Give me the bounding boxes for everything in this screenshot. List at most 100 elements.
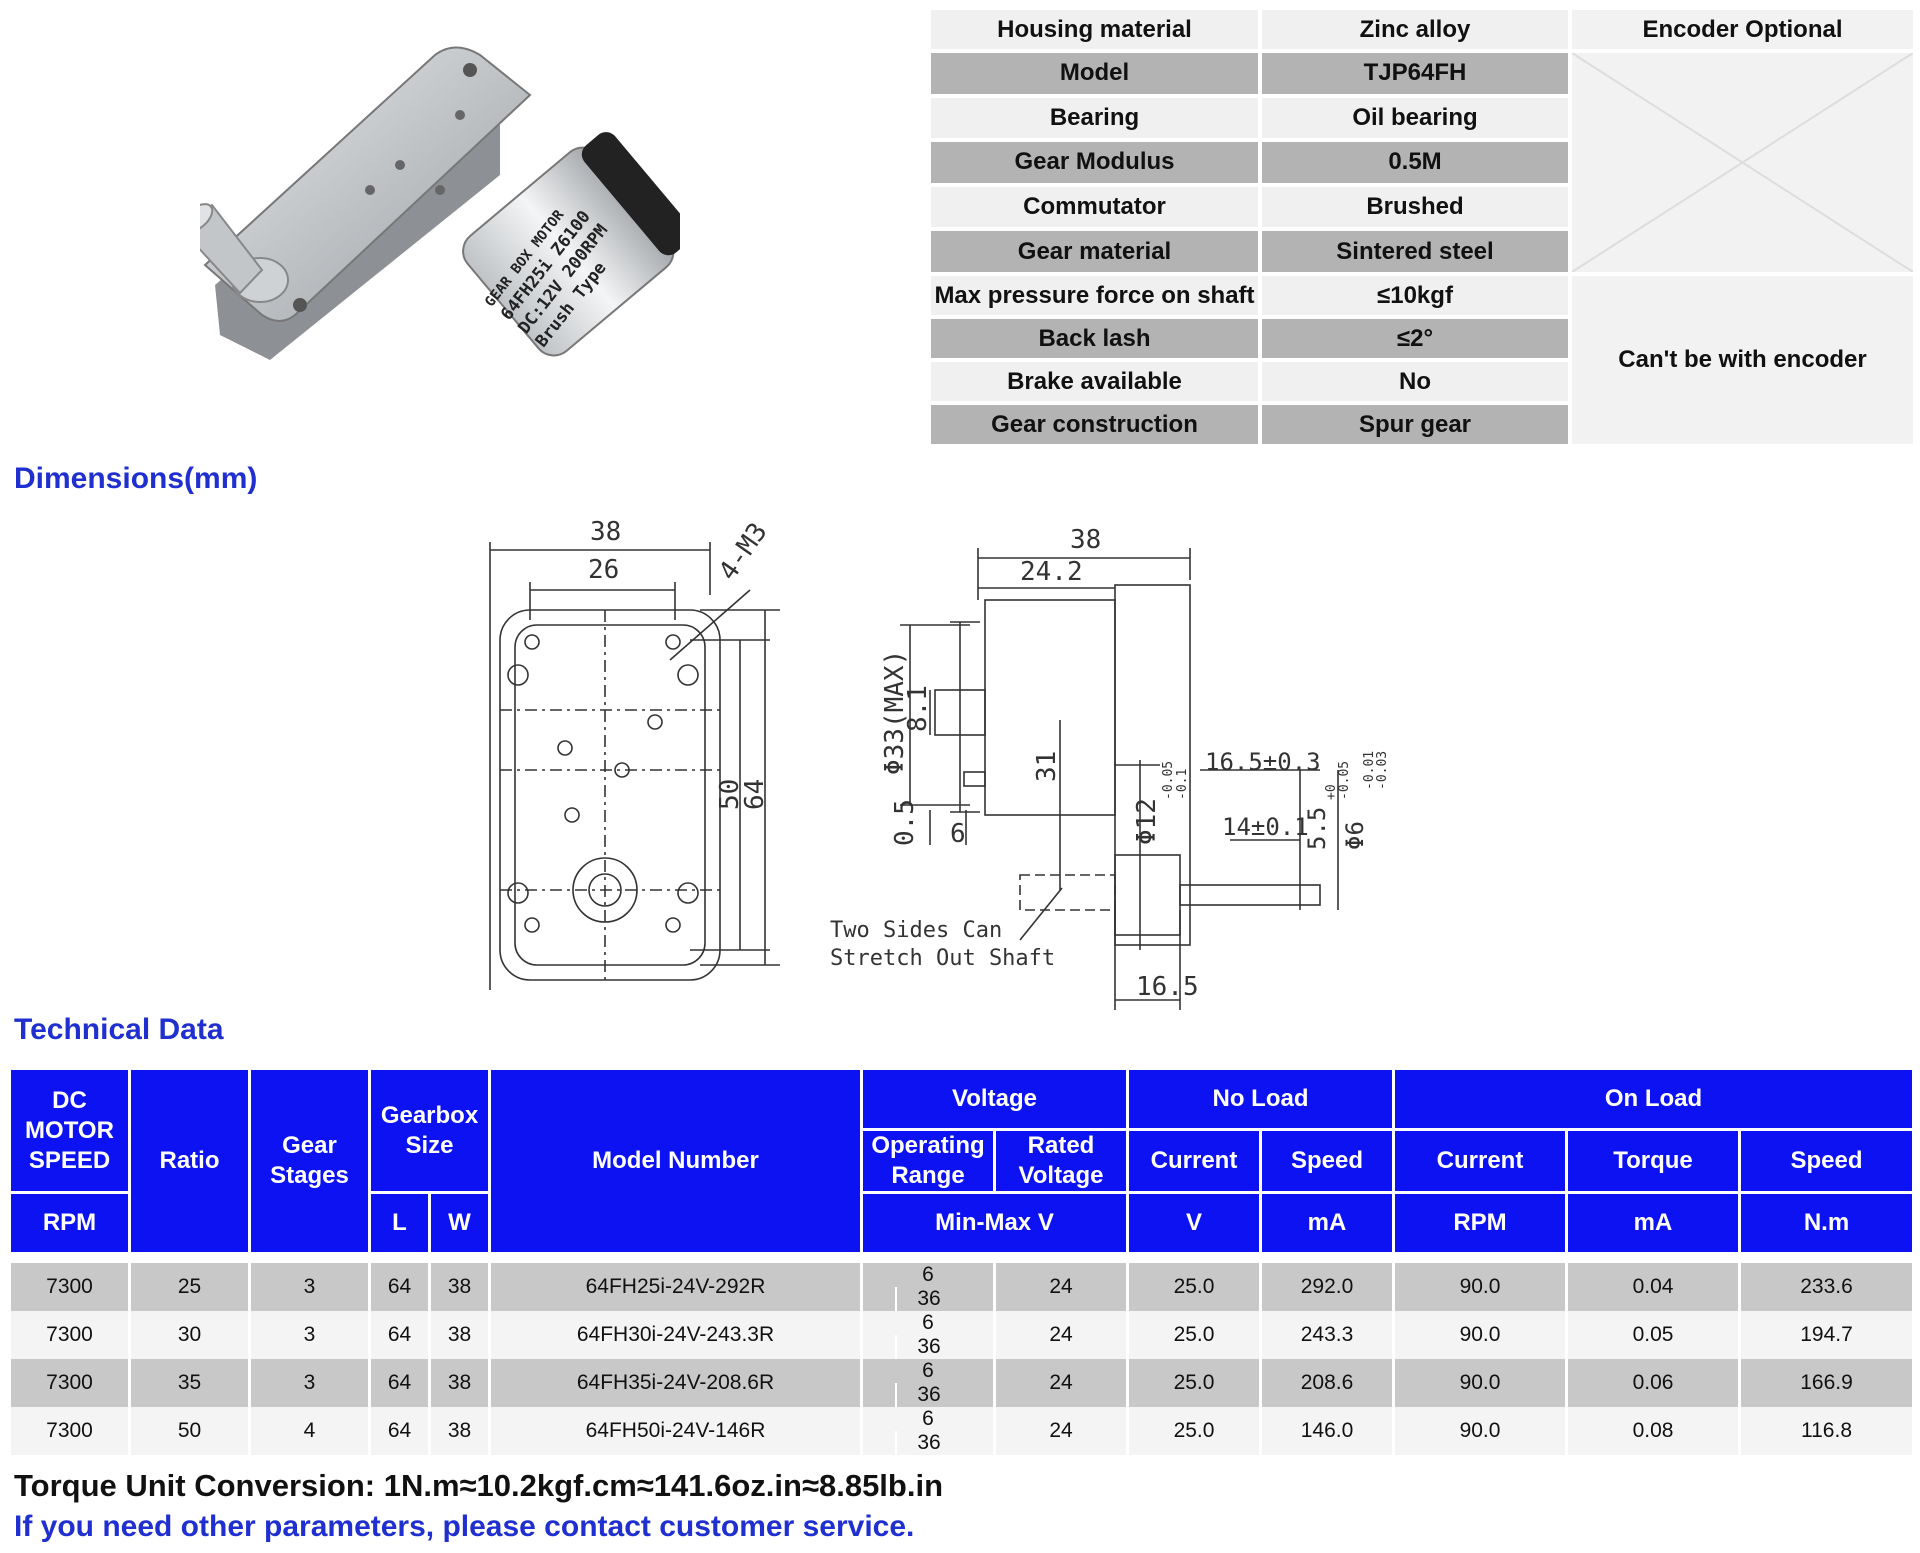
header-voltage: Voltage (860, 1067, 1129, 1131)
cell-l: 64 (368, 1407, 431, 1455)
unit-v: V (1126, 1191, 1262, 1255)
cell-nl-speed: 146.0 (1259, 1407, 1395, 1455)
cell-rated: 24 (993, 1359, 1129, 1407)
spec-value: No (1262, 362, 1568, 401)
dim-flat-tol-dn: -0.05 (1337, 761, 1352, 800)
cell-w: 38 (428, 1359, 491, 1407)
spec-value: ≤10kgf (1262, 276, 1568, 315)
dim-side-total-length: 38 (1070, 525, 1101, 555)
cell-stages: 3 (248, 1359, 371, 1407)
spec-key: Gear construction (931, 405, 1258, 444)
header-gearbox-size: Gearbox Size (368, 1067, 491, 1194)
spec-value: ≤2° (1262, 319, 1568, 358)
cell-ol-current: 90.0 (1392, 1407, 1568, 1455)
dim-side-gear-length: 24.2 (1020, 557, 1083, 587)
header-ol-current: Current (1392, 1128, 1568, 1194)
cell-ol-torque: 0.08 (1565, 1407, 1741, 1455)
cell-ol-current: 90.0 (1392, 1359, 1568, 1407)
cell-ol-torque: 0.06 (1565, 1359, 1741, 1407)
cell-vmin-value: 6 (922, 1407, 934, 1430)
cell-vmin: 636 (860, 1263, 996, 1311)
header-rated-voltage: Rated Voltage (993, 1128, 1129, 1194)
dim-front-hole: 4-M3 (713, 518, 773, 587)
cell-vmax-value: 36 (894, 1431, 962, 1455)
cell-model: 64FH35i-24V-208.6R (488, 1359, 863, 1407)
spec-key: Housing material (931, 10, 1258, 49)
header-operating-range: Operating Range (860, 1128, 996, 1194)
technical-data-title: Technical Data (14, 1013, 224, 1046)
header-nl-current: Current (1126, 1128, 1262, 1194)
header-model-number: Model Number (488, 1067, 863, 1255)
dim-boss-tol-dn: -0.1 (1175, 769, 1190, 800)
unit-nl-rpm: RPM (1392, 1191, 1568, 1255)
cell-ol-speed: 166.9 (1737, 1359, 1916, 1407)
cell-ol-current: 90.0 (1392, 1311, 1568, 1359)
header-ratio: Ratio (128, 1067, 251, 1255)
header-ol-speed: Speed (1737, 1128, 1916, 1194)
unit-w: W (428, 1191, 491, 1255)
table-row: 7300 30 3 64 38 64FH30i-24V-243.3R 636 2… (8, 1311, 1916, 1359)
torque-conversion-note: Torque Unit Conversion: 1N.m≈10.2kgf.cm≈… (14, 1468, 944, 1503)
drawing-note-line2: Stretch Out Shaft (830, 946, 1055, 971)
header-ol-torque: Torque (1565, 1128, 1741, 1194)
contact-note: If you need other parameters, please con… (14, 1510, 915, 1543)
cell-nl-speed: 243.3 (1259, 1311, 1395, 1359)
spec-key: Back lash (931, 319, 1258, 358)
motor-product-image: GEAR BOX MOTOR 64FH25i Z6100 DC:12V 200R… (200, 46, 680, 360)
cell-vmax-value: 36 (894, 1383, 962, 1407)
header-no-load: No Load (1126, 1067, 1395, 1131)
cell-w: 38 (428, 1311, 491, 1359)
cell-nl-speed: 208.6 (1259, 1359, 1395, 1407)
spec-value: Sintered steel (1262, 231, 1568, 272)
cell-ol-speed: 116.8 (1737, 1407, 1916, 1455)
cell-rpm: 7300 (8, 1407, 131, 1455)
cell-rated: 24 (993, 1407, 1129, 1455)
cell-stages: 4 (248, 1407, 371, 1455)
cell-nl-speed: 292.0 (1259, 1263, 1395, 1311)
header-dc-motor-speed: DC MOTOR SPEED (8, 1067, 131, 1194)
cell-ratio: 50 (128, 1407, 251, 1455)
header-on-load: On Load (1391, 1067, 1916, 1131)
dim-side-bottom: 16.5 (1136, 972, 1199, 1002)
cell-rpm: 7300 (8, 1311, 131, 1359)
dim-side-diameter: Φ33(MAX) (880, 650, 910, 775)
cell-vmin-value: 6 (922, 1359, 934, 1382)
cell-stages: 3 (248, 1263, 371, 1311)
cell-model: 64FH50i-24V-146R (488, 1407, 863, 1455)
cell-vmin: 636 (860, 1359, 996, 1407)
dim-shaft-tol-dn: -0.03 (1375, 751, 1390, 790)
cell-vmax-value: 36 (894, 1335, 962, 1359)
table-row: 7300 25 3 64 38 64FH25i-24V-292R 636 24 … (8, 1263, 1916, 1311)
table-row: 7300 50 4 64 38 64FH50i-24V-146R 636 24 … (8, 1407, 1916, 1455)
dim-side-flat: 5.5 (1303, 807, 1331, 850)
placeholder-cross-icon (1572, 53, 1913, 272)
dim-front-height-outer: 64 (740, 779, 770, 810)
spec-value: Spur gear (1262, 405, 1568, 444)
cell-vmin: 636 (860, 1311, 996, 1359)
unit-ol-nm: N.m (1737, 1191, 1916, 1255)
dim-shaft-tol-up: -0.01 (1362, 751, 1377, 790)
dimension-drawing: 38 26 4-M3 50 64 38 24.2 Φ33(MAX) 8.1 0.… (489, 517, 1390, 1010)
header-gear-stages: Gear Stages (248, 1067, 371, 1255)
spec-key: Max pressure force on shaft (931, 276, 1258, 315)
drawing-note-line1: Two Sides Can (830, 918, 1002, 943)
dim-front-width-outer: 38 (590, 517, 621, 547)
cell-nl-current: 25.0 (1126, 1407, 1262, 1455)
dim-side-flat-length: 14±0.1 (1222, 813, 1309, 841)
dim-side-shaft-dia: Φ6 (1341, 821, 1369, 850)
dim-side-center: 31 (1032, 751, 1062, 782)
cell-l: 64 (368, 1359, 431, 1407)
encoder-image-placeholder (1572, 53, 1913, 272)
dim-boss-tol-up: -0.05 (1161, 761, 1176, 800)
cell-stages: 3 (248, 1311, 371, 1359)
cell-rated: 24 (993, 1263, 1129, 1311)
unit-rpm: RPM (8, 1191, 131, 1255)
dimensions-title: Dimensions(mm) (14, 462, 258, 495)
dim-side-t2: 6 (950, 819, 966, 849)
cell-l: 64 (368, 1311, 431, 1359)
cell-vmin: 636 (860, 1407, 996, 1455)
encoder-header: Encoder Optional (1572, 10, 1913, 49)
cell-rpm: 7300 (8, 1359, 131, 1407)
cell-nl-current: 25.0 (1126, 1311, 1262, 1359)
unit-nl-ma: mA (1259, 1191, 1395, 1255)
